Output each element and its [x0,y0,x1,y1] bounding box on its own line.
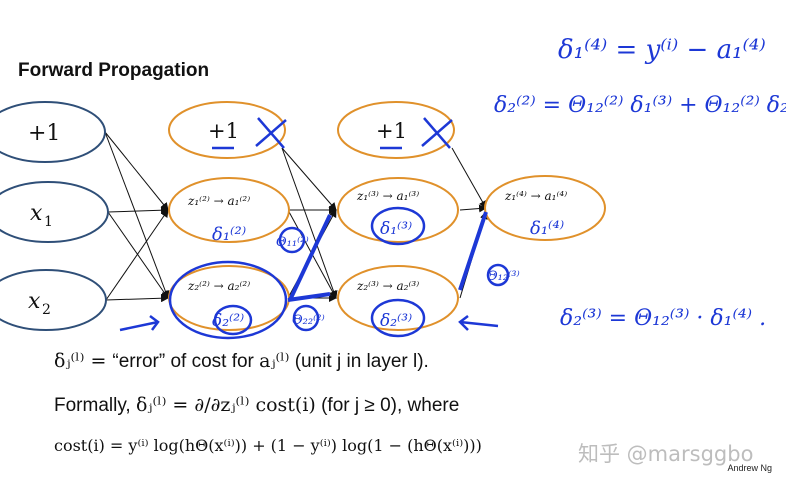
partial-derivative-expression: δⱼ⁽ˡ⁾ = ∂/∂zⱼ⁽ˡ⁾ cost(i) [135,394,316,416]
delta-definition-symbol: δⱼ⁽ˡ⁾ = [54,350,113,372]
equation-delta4: δ₁⁽⁴⁾ = y⁽ⁱ⁾ − a₁⁽⁴⁾ [558,35,766,65]
delta-l2-unit1: δ₁⁽²⁾ [212,224,246,245]
delta-l4-unit1: δ₁⁽⁴⁾ [530,218,564,239]
slide-title: Forward Propagation [18,60,210,81]
node-l4-unit1 [484,175,606,241]
hidden-layer-2: +1 z₁⁽²⁾ → a₁⁽²⁾ z₂⁽²⁾ → a₂⁽²⁾ [168,101,290,331]
unit-layer-text: (unit j in layer l). [289,351,429,372]
node-l3-unit1 [337,177,459,243]
circle-l2-unit2 [168,260,288,340]
node-l2-unit2-label: z₂⁽²⁾ → a₂⁽²⁾ [187,279,250,293]
circle-delta-l3-1 [370,206,426,246]
theta-label-b: Θ₂₂⁽²⁾ [292,313,325,328]
node-bias-l2 [168,101,286,159]
equation-delta3: δ₂⁽³⁾ = Θ₁₂⁽³⁾ · δ₁⁽⁴⁾ . [560,306,766,331]
node-x1-subscript: 1 [44,214,53,230]
input-arrow-left [119,315,160,332]
node-x1 [0,181,109,243]
circle-delta-l3-2 [370,298,426,338]
formal-definition-line: Formally, δⱼ⁽ˡ⁾ = ∂/∂zⱼ⁽ˡ⁾ cost(i) (for … [54,394,459,417]
author-credit: Andrew Ng [727,463,772,473]
node-l2-unit1-label: z₁⁽²⁾ → a₁⁽²⁾ [187,194,250,208]
activation-symbol: aⱼ⁽ˡ⁾ [259,350,290,372]
node-x2 [0,269,107,331]
node-x2-subscript: 2 [42,302,51,318]
backprop-arrow-1 [288,214,332,301]
condition-text: (for j ≥ 0), where [315,395,460,416]
theta-circle-a [278,226,306,254]
node-bias-l3-label: +1 [376,119,407,143]
backprop-arrow-3 [458,211,488,291]
input-arrow-right [458,315,499,331]
equation-delta2: δ₂⁽²⁾ = Θ₁₂⁽²⁾ δ₁⁽³⁾ + Θ₁₂⁽²⁾ δ₂⁽³⁾ [494,93,786,118]
backprop-arrow-2 [287,292,331,302]
handwritten-labels: δ₁⁽²⁾ δ₂⁽²⁾ δ₁⁽³⁾ δ₂⁽³⁾ δ₁⁽⁴⁾ Θ₁₁⁽²⁾ Θ₂₂… [212,35,786,331]
watermark: 知乎 @marsggbo [578,442,754,466]
input-layer: +1 x 1 x 2 [0,101,109,331]
formally-label: Formally, [54,395,136,416]
definition-line: δⱼ⁽ˡ⁾ = “error” of cost for aⱼ⁽ˡ⁾ (unit … [54,350,429,373]
bias-crossout-l3 [421,117,453,149]
node-x1-label: x [30,201,43,226]
node-l3-unit2-label: z₂⁽³⁾ → a₂⁽³⁾ [356,279,419,293]
delta-l3-unit2: δ₂⁽³⁾ [380,311,412,331]
node-bias-input-label: +1 [28,121,60,146]
theta-label-c: Θ₁₂⁽³⁾ [487,269,520,284]
handwritten-marks [119,117,510,340]
node-l4-unit1-label: z₁⁽⁴⁾ → a₁⁽⁴⁾ [504,189,567,203]
node-l2-unit1 [168,177,290,243]
cost-function-line: cost(i) = y⁽ⁱ⁾ log(hΘ(x⁽ⁱ⁾)) + (1 − y⁽ⁱ⁾… [54,436,482,455]
theta-label-a: Θ₁₁⁽²⁾ [276,235,309,250]
output-layer: z₁⁽⁴⁾ → a₁⁽⁴⁾ [484,175,606,241]
theta-circle-c [486,263,510,287]
edges-layer1 [104,131,170,303]
node-x2-label: x [28,289,41,314]
error-definition-text: “error” of cost for [112,351,260,372]
delta-l3-unit1: δ₁⁽³⁾ [380,219,412,239]
delta-l2-unit2: δ₂⁽²⁾ [212,311,244,331]
node-bias-input [0,101,106,163]
node-l3-unit1-label: z₁⁽³⁾ → a₁⁽³⁾ [356,189,419,203]
bias-crossout-l2 [255,117,287,149]
node-bias-l2-label: +1 [208,119,239,143]
node-l3-unit2 [337,265,459,331]
circle-delta-l2 [213,304,253,336]
hidden-layer-3: +1 z₁⁽³⁾ → a₁⁽³⁾ z₂⁽³⁾ → a₂⁽³⁾ [337,101,459,331]
theta-circle-b [292,304,320,332]
